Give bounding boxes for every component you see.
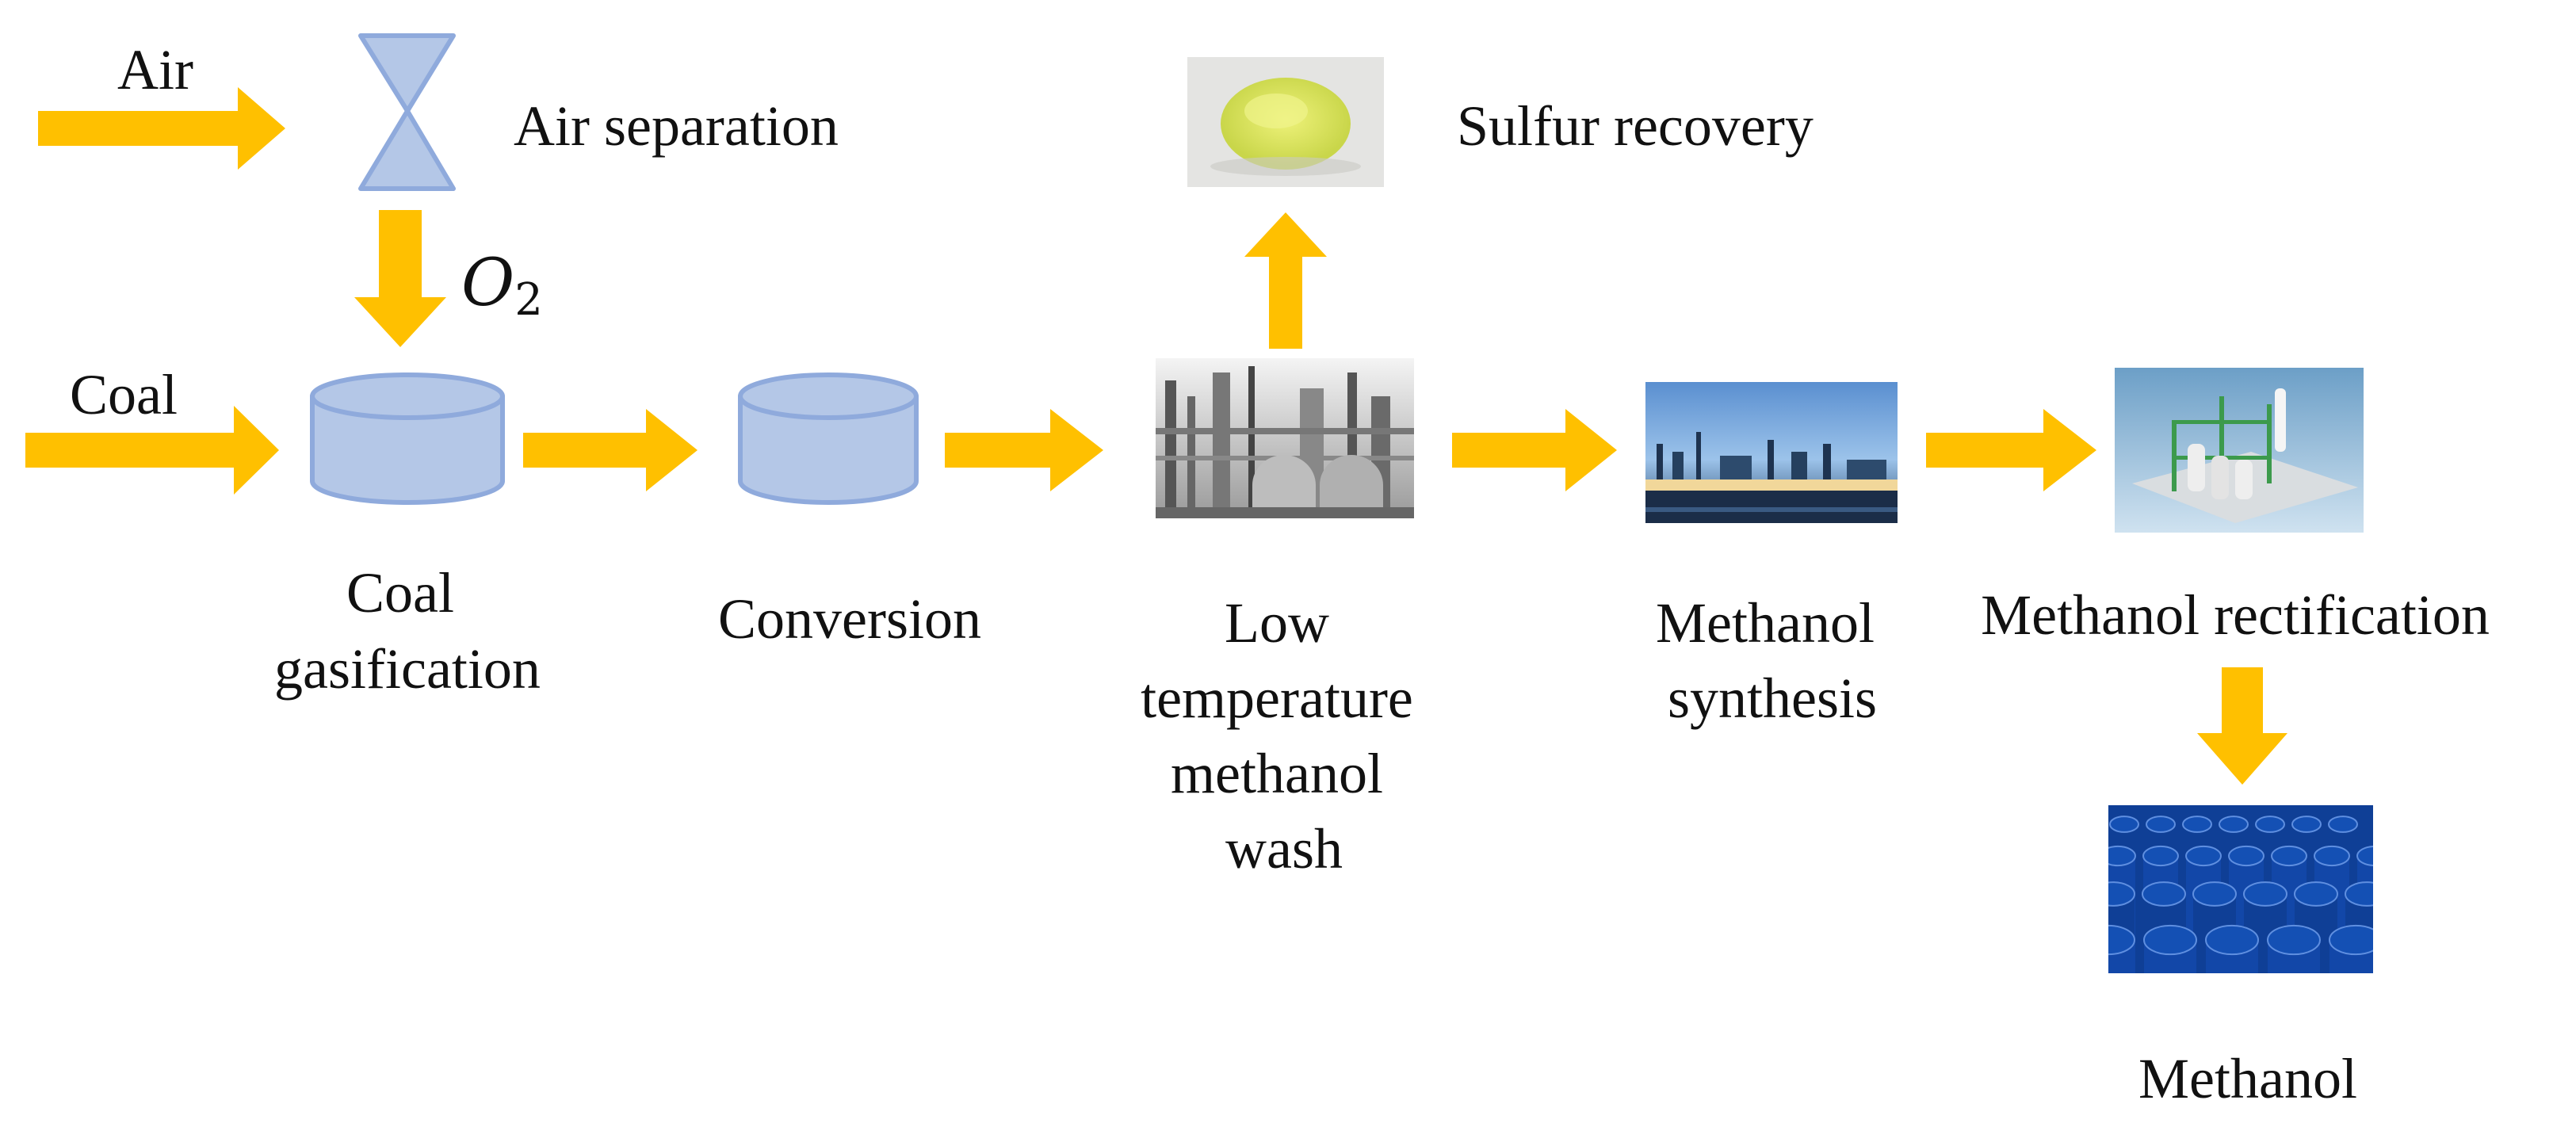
distillation-unit-render — [2115, 368, 2364, 533]
coal-gasification-label: Coal gasification — [274, 561, 541, 701]
barrel-top — [2294, 881, 2338, 907]
arrow-conversion-to-wash — [945, 409, 1103, 491]
arrow-wash-to-sulfur — [1244, 212, 1327, 349]
barrel-top — [2329, 924, 2373, 956]
sulfur-pile-photo — [1187, 57, 1384, 187]
arrow-rectification-to-product — [2197, 667, 2287, 785]
barrel-top — [2267, 924, 2321, 956]
methanol-synthesis-line-2: synthesis — [1668, 667, 1877, 730]
coal-gasification-line-1: Coal — [346, 561, 454, 625]
barrel-top — [2182, 816, 2212, 833]
o2-label: O2 — [461, 246, 543, 326]
barrel-top — [2271, 845, 2307, 867]
coal-gasification-line-2: gasification — [274, 637, 541, 701]
arrow-gasifier-to-conversion — [523, 409, 698, 491]
arrow-air-in — [38, 87, 285, 170]
low-temp-wash-line-2: temperature — [1141, 667, 1413, 730]
barrel-top — [2108, 924, 2135, 956]
barrel-top — [2328, 816, 2358, 833]
arrow-synthesis-to-rectification — [1926, 409, 2096, 491]
low-temp-wash-label: Low temperature methanol wash — [1141, 591, 1428, 881]
low-temp-wash-line-3: methanol — [1171, 742, 1383, 805]
industrial-plant-photo — [1156, 358, 1414, 518]
barrel-top — [2142, 845, 2179, 867]
methanol-product-label: Methanol — [2138, 1047, 2357, 1110]
barrel-top — [2243, 881, 2287, 907]
barrel-top — [2146, 816, 2176, 833]
air-label: Air — [117, 38, 193, 101]
low-temp-wash-line-4: wash — [1225, 817, 1343, 881]
barrel-top — [2142, 881, 2186, 907]
converter-cylinder — [738, 372, 919, 505]
methanol-synthesis-line-1: Methanol — [1656, 591, 1875, 655]
barrel-top — [2291, 816, 2322, 833]
cylinder-tank-icon — [310, 372, 505, 505]
coal-label: Coal — [70, 363, 178, 426]
methanol-rectification-label: Methanol rectification — [1981, 583, 2490, 647]
barrel-top — [2345, 881, 2373, 907]
o2-subscript: 2 — [514, 274, 543, 326]
barrel-top — [2108, 881, 2135, 907]
barrel-top — [2228, 845, 2265, 867]
barrel-top — [2108, 845, 2136, 867]
barrel-top — [2205, 924, 2259, 956]
arrow-o2-down — [354, 210, 446, 347]
arrows — [25, 87, 2287, 785]
barrel-top — [2219, 816, 2249, 833]
blue-barrels-photo — [2108, 805, 2373, 973]
barrel-top — [2356, 845, 2373, 867]
barrel-top — [2185, 845, 2222, 867]
arrow-wash-to-synthesis — [1452, 409, 1617, 491]
air-separation-label: Air separation — [514, 94, 839, 158]
barrel-top — [2143, 924, 2197, 956]
barrel-top — [2255, 816, 2285, 833]
barrel-top — [2192, 881, 2237, 907]
o2-main: O — [461, 246, 514, 321]
barrel-top — [2109, 816, 2139, 833]
sulfur-recovery-label: Sulfur recovery — [1457, 94, 1814, 158]
conversion-label: Conversion — [718, 587, 981, 651]
low-temp-wash-line-1: Low — [1225, 591, 1329, 655]
barrel-top — [2314, 845, 2350, 867]
methanol-synthesis-label: Methanol synthesis — [1656, 591, 1889, 730]
refinery-photo — [1645, 382, 1898, 523]
arrow-coal-in — [25, 406, 279, 495]
hourglass-icon — [358, 33, 456, 191]
